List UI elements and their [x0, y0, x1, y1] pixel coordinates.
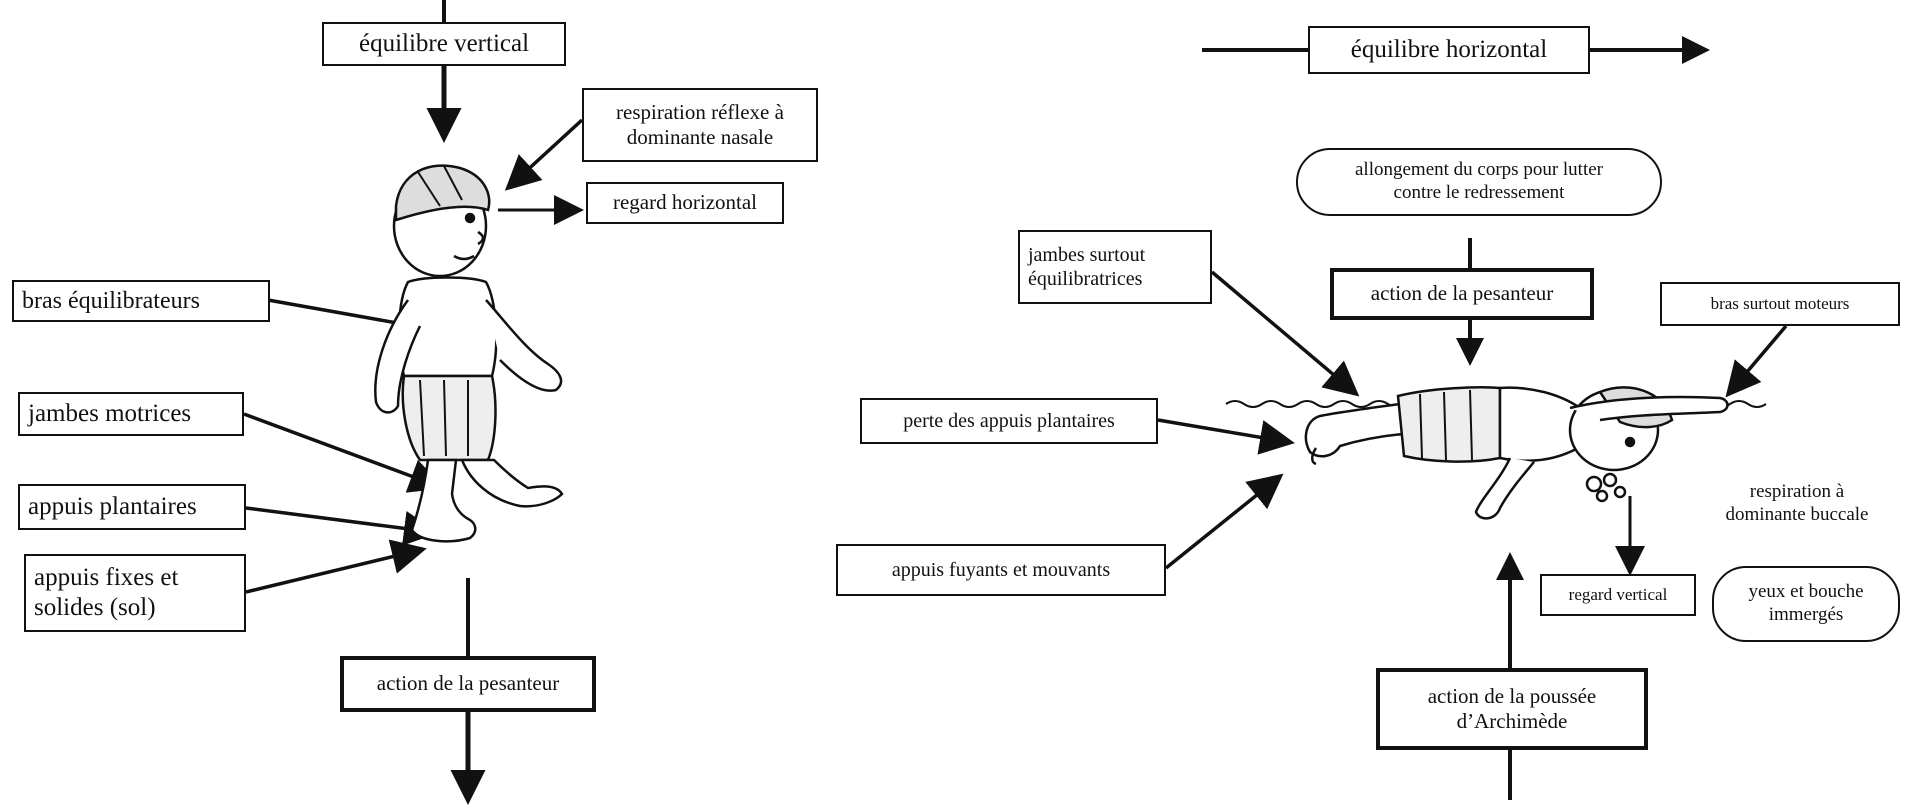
label-left-pesanteur: action de la pesanteur	[340, 656, 596, 712]
poussee-archimede-text: action de la poussée d’Archimède	[1427, 683, 1597, 733]
right-pesanteur-text: action de la pesanteur	[1370, 281, 1554, 306]
label-respiration-buccale: respiration à dominante buccale	[1694, 464, 1900, 544]
arrow-appuis-fuyants	[1164, 473, 1284, 570]
label-poussee-archimede: action de la poussée d’Archimède	[1376, 668, 1648, 750]
label-appuis-fuyants: appuis fuyants et mouvants	[836, 544, 1166, 596]
regard-vertical-text: regard vertical	[1568, 584, 1668, 604]
arrow-appuis-plantaires	[245, 506, 439, 546]
yeux-immerges-text: yeux et bouche immergés	[1748, 581, 1864, 625]
allongement-text: allongement du corps pour lutter contre …	[1355, 159, 1603, 203]
appuis-plantaires-text: appuis plantaires	[28, 493, 197, 520]
appuis-fuyants-text: appuis fuyants et mouvants	[891, 559, 1111, 581]
floating-child-icon	[1304, 386, 1729, 520]
label-perte-appuis: perte des appuis plantaires	[860, 398, 1158, 444]
arrow-appuis-fixes	[245, 539, 427, 594]
label-equilibre-horizontal: équilibre horizontal	[1308, 26, 1590, 74]
jambes-equilibratrices-text: jambes surtout équilibratrices	[1028, 244, 1146, 290]
label-jambes-equilibratrices: jambes surtout équilibratrices	[1018, 230, 1212, 304]
label-regard-horizontal: regard horizontal	[586, 182, 784, 224]
label-equilibre-vertical: équilibre vertical	[322, 22, 566, 66]
label-respiration-nasale: respiration réflexe à dominante nasale	[582, 88, 818, 162]
label-appuis-fixes: appuis fixes et solides (sol)	[24, 554, 246, 632]
label-jambes-motrices: jambes motrices	[18, 392, 244, 436]
respiration-buccale-text: respiration à dominante buccale	[1725, 481, 1869, 525]
label-yeux-immerges: yeux et bouche immergés	[1712, 566, 1900, 642]
arrow-jambes-equilibratrices	[1210, 270, 1360, 397]
label-bras-equilibrateurs: bras équilibrateurs	[12, 280, 270, 322]
label-allongement: allongement du corps pour lutter contre …	[1296, 148, 1662, 216]
bras-equilibrateurs-text: bras équilibrateurs	[22, 287, 200, 314]
left-pesanteur-text: action de la pesanteur	[376, 671, 560, 696]
arrow-respiration-nasale	[504, 118, 584, 191]
arrow-jambes-motrices	[243, 412, 445, 493]
equilibre-horizontal-text: équilibre horizontal	[1350, 36, 1548, 63]
label-regard-vertical: regard vertical	[1540, 574, 1696, 616]
label-bras-moteurs: bras surtout moteurs	[1660, 282, 1900, 326]
label-right-pesanteur: action de la pesanteur	[1330, 268, 1594, 320]
standing-child-icon	[374, 164, 564, 543]
perte-appuis-text: perte des appuis plantaires	[903, 410, 1115, 432]
label-appuis-plantaires: appuis plantaires	[18, 484, 246, 530]
bras-moteurs-text: bras surtout moteurs	[1710, 293, 1850, 313]
arrow-bras-moteurs	[1725, 324, 1788, 398]
arrow-perte-appuis	[1157, 418, 1295, 455]
appuis-fixes-text: appuis fixes et solides (sol)	[34, 564, 179, 621]
jambes-motrices-text: jambes motrices	[28, 400, 192, 427]
respiration-nasale-text: respiration réflexe à dominante nasale	[616, 99, 784, 149]
regard-horizontal-text: regard horizontal	[612, 190, 758, 215]
equilibre-vertical-text: équilibre vertical	[358, 30, 530, 57]
